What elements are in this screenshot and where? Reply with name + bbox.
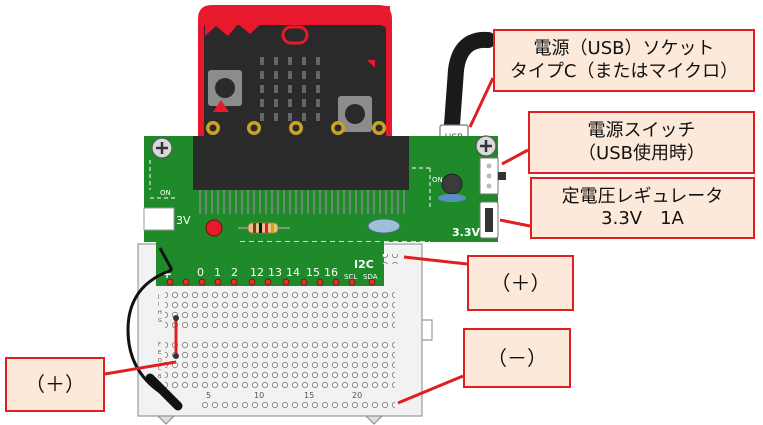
callout-regulator-line2: 3.3V 1A [601,208,684,229]
breadboard-foot-right [364,415,384,425]
resistor [238,222,290,234]
top-power-rail [380,254,400,264]
pin-label-0: 0 [197,266,204,279]
microbit-logo [281,25,309,45]
edge-connector-slot [193,136,409,190]
callout-regulator-line1: 定電圧レギュレータ [561,185,724,207]
col-number-20: 20 [352,391,362,400]
leader-plus-left [104,360,177,376]
callout-minus-right: （－） [463,328,571,388]
col-number-5: 5 [206,391,211,400]
button-b [345,104,365,124]
battery-connector [143,207,175,231]
svg-text:F: F [158,342,161,348]
leader-regulator [499,218,531,228]
black-jumper-wire [126,268,173,394]
callout-plus-left: （＋） [5,357,105,412]
on-label-left: ON [160,189,171,197]
bottom-power-rail [200,398,395,408]
pin-label-14: 14 [286,266,300,279]
upper-terminal-strip [165,290,395,330]
callout-power-switch: 電源スイッチ （USB使用時） [528,111,755,174]
microbit [198,5,392,138]
button-b-mark [367,60,375,68]
pin-label-1: 1 [214,266,221,279]
leader-minus-right [397,374,464,405]
on-label-right: ON [432,176,443,184]
v3-label: 3V [176,214,191,227]
base-oval [438,194,466,202]
led-matrix [260,57,320,121]
header-pins [166,278,376,286]
svg-text:E: E [158,350,161,356]
pin-label-2: 2 [231,266,238,279]
col-number-10: 10 [254,391,264,400]
capacitor [367,218,401,234]
breadboard-pcb-extension [156,242,384,286]
callout-plus-right-text: （＋） [490,270,551,295]
scl-label: SCL [344,273,357,281]
svg-text:B: B [158,374,162,380]
connector-pins [199,190,405,214]
lower-terminal-strip [165,340,395,390]
microbit-stripes-right [320,6,390,30]
leader-usb [468,77,495,128]
microbit-stripes [205,6,280,36]
callout-switch-line1: 電源スイッチ [587,120,696,141]
callout-plus-right: （＋） [467,255,574,311]
pcb: ON 3V ON 3.3V [143,135,506,275]
svg-text:D: D [158,358,162,364]
col-number-15: 15 [304,391,314,400]
callout-regulator: 定電圧レギュレータ 3.3V 1A [530,177,755,239]
callout-switch-line2: （USB使用時） [578,142,705,164]
silkscreen-right [412,167,431,210]
callout-plus-left-text: （＋） [25,372,85,396]
svg-text:H: H [158,310,162,316]
black-wire-end [145,373,183,411]
svg-text:I: I [158,302,159,308]
pin-label-13: 13 [268,266,282,279]
callout-usb-line1: 電源（USB）ソケット [533,38,715,59]
screw-left [151,137,173,159]
callout-leaders [104,77,531,405]
svg-text:C: C [158,366,162,372]
button-a [215,78,235,98]
breadboard-edge [422,319,433,341]
wires [126,247,183,411]
sda-label: SDA [363,273,378,281]
dark-component [441,173,463,195]
callout-usb-line2: タイプC（またはマイクロ） [509,60,739,82]
i2c-label: I2C [354,258,374,271]
leader-plus-right [403,255,468,266]
breadboard-foot-left [156,415,176,425]
leader-switch [501,148,529,166]
callout-usb-socket: 電源（USB）ソケット タイプC（またはマイクロ） [493,29,755,92]
callout-minus-right-text: （－） [487,345,547,370]
button-a-mark [213,100,229,112]
pin-label-15: 15 [306,266,320,279]
red-led [205,219,223,237]
pin-label-12: 12 [250,266,264,279]
breadboard: 0 1 2 12 13 14 15 16 I2C SCL SDA + J I H… [137,242,433,425]
svg-text:G: G [158,318,162,324]
pin-label-16: 16 [324,266,338,279]
screw-right [475,135,497,157]
v33-right-label: 3.3V [452,226,480,239]
plus-sign: + [162,267,172,281]
svg-text:J: J [157,294,159,300]
